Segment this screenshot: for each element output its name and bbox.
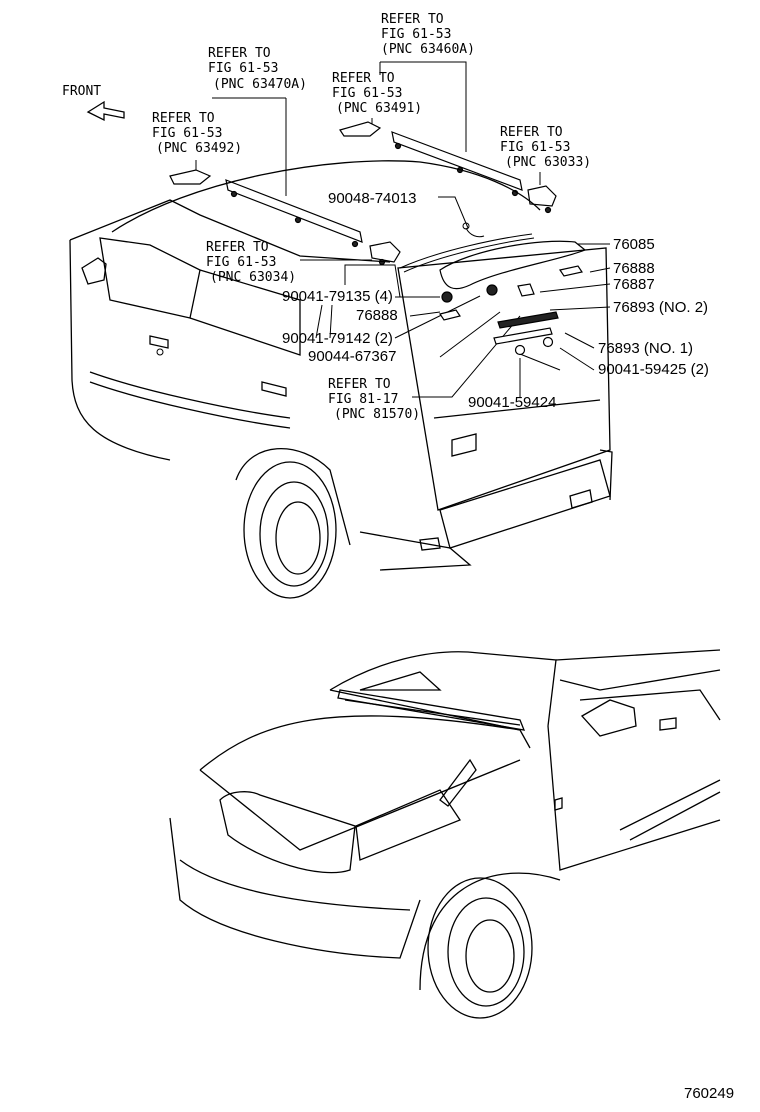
svg-text:(PNC 63034): (PNC 63034) bbox=[210, 270, 296, 285]
svg-text:FIG 61-53: FIG 61-53 bbox=[332, 86, 402, 101]
pad-76888-icon bbox=[439, 265, 583, 321]
leader-lines bbox=[195, 61, 611, 398]
lamp-76893-no2 bbox=[497, 311, 559, 329]
rail-end-cover-63491 bbox=[339, 121, 382, 137]
refer-block-63491: REFER TO FIG 61-53 (PNC 63491) bbox=[332, 71, 422, 116]
front-arrow-icon bbox=[86, 100, 125, 122]
refer-block-63470a: REFER TO FIG 61-53 (PNC 63470A) bbox=[208, 46, 307, 92]
part-label-90048-74013: 90048-74013 bbox=[328, 190, 416, 207]
svg-text:FIG 81-17: FIG 81-17 bbox=[328, 392, 398, 407]
part-label-76887: 76887 bbox=[613, 276, 655, 293]
part-label-90041-79135: 90041-79135 (4) bbox=[282, 288, 393, 305]
rear-roof-rail bbox=[225, 179, 363, 248]
svg-text:(PNC 63492): (PNC 63492) bbox=[156, 141, 242, 156]
rear-spoiler-76085 bbox=[399, 233, 587, 290]
rail-end-cover-63492 bbox=[169, 169, 212, 185]
svg-text:REFER TO: REFER TO bbox=[208, 46, 271, 61]
svg-text:(PNC 63470A): (PNC 63470A) bbox=[213, 77, 307, 92]
svg-text:(PNC 63491): (PNC 63491) bbox=[336, 101, 422, 116]
part-label-76888-lower: 76888 bbox=[356, 307, 398, 324]
svg-text:REFER TO: REFER TO bbox=[152, 111, 215, 126]
svg-text:FIG 61-53: FIG 61-53 bbox=[208, 61, 278, 76]
part-label-76888-upper: 76888 bbox=[613, 260, 655, 277]
part-label-76893-no1: 76893 (NO. 1) bbox=[598, 340, 693, 357]
svg-text:REFER TO: REFER TO bbox=[328, 377, 391, 392]
rail-end-cover-63033 bbox=[527, 185, 557, 214]
rear-vehicle-outline bbox=[69, 160, 613, 599]
rail-end-cover-63034 bbox=[369, 241, 401, 266]
svg-text:(PNC 63460A): (PNC 63460A) bbox=[381, 42, 475, 57]
svg-text:FIG 61-53: FIG 61-53 bbox=[152, 126, 222, 141]
part-label-90041-59425: 90041-59425 (2) bbox=[598, 361, 709, 378]
front-label: FRONT bbox=[62, 84, 101, 99]
refer-block-63034: REFER TO FIG 61-53 (PNC 63034) bbox=[206, 240, 296, 285]
svg-text:FIG 61-53: FIG 61-53 bbox=[381, 27, 451, 42]
front-vehicle-outline bbox=[169, 649, 721, 1019]
svg-text:(PNC 63033): (PNC 63033) bbox=[505, 155, 591, 170]
nut-90041-79135-icon bbox=[441, 284, 498, 303]
svg-text:REFER TO: REFER TO bbox=[332, 71, 395, 86]
svg-text:REFER TO: REFER TO bbox=[500, 125, 563, 140]
part-label-76085: 76085 bbox=[613, 236, 655, 253]
svg-text:REFER TO: REFER TO bbox=[206, 240, 269, 255]
refer-block-63460a: REFER TO FIG 61-53 (PNC 63460A) bbox=[381, 12, 475, 57]
refer-block-81570: REFER TO FIG 81-17 (PNC 81570) bbox=[328, 377, 420, 422]
part-label-90041-79142: 90041-79142 (2) bbox=[282, 330, 393, 347]
screw-90041-59425-icon bbox=[514, 336, 554, 356]
svg-text:REFER TO: REFER TO bbox=[381, 12, 444, 27]
svg-text:FIG 61-53: FIG 61-53 bbox=[500, 140, 570, 155]
lamp-76893-no1 bbox=[493, 327, 553, 345]
part-label-76893-no2: 76893 (NO. 2) bbox=[613, 299, 708, 316]
drawing-number: 760249 bbox=[684, 1085, 734, 1102]
svg-text:FIG 61-53: FIG 61-53 bbox=[206, 255, 276, 270]
svg-text:(PNC 81570): (PNC 81570) bbox=[334, 407, 420, 422]
wire-90048-74013 bbox=[462, 222, 485, 238]
part-label-90041-59424: 90041-59424 bbox=[468, 394, 556, 411]
refer-block-63033: REFER TO FIG 61-53 (PNC 63033) bbox=[500, 125, 591, 170]
part-label-90044-67367: 90044-67367 bbox=[308, 348, 396, 365]
clip-76887-icon bbox=[517, 283, 535, 297]
refer-block-63492: REFER TO FIG 61-53 (PNC 63492) bbox=[152, 111, 242, 156]
